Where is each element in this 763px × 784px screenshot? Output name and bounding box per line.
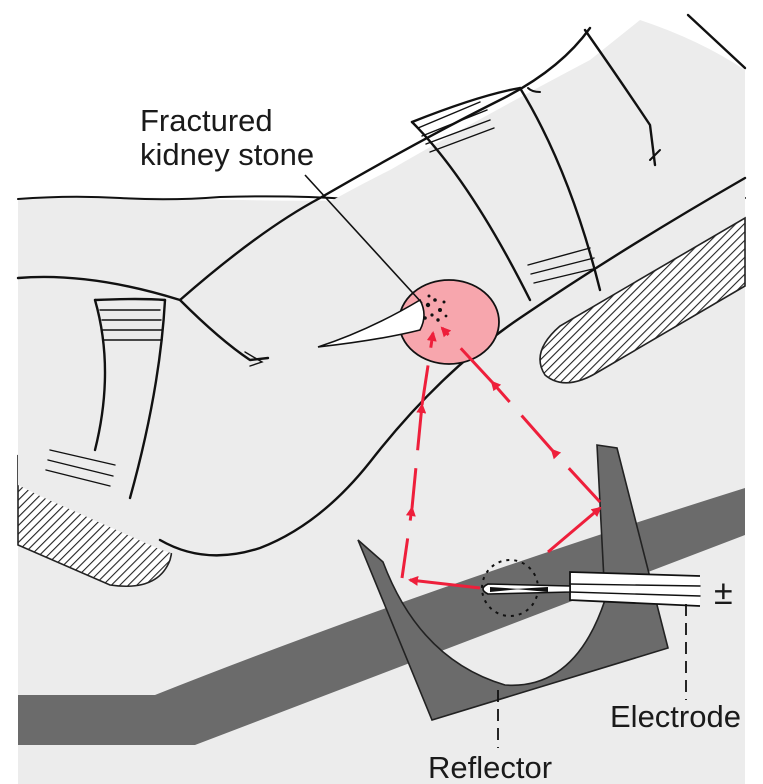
polarity-label: ± [714, 574, 733, 612]
stone-label-line2: kidney stone [140, 137, 314, 172]
reflector-label: Reflector [428, 750, 552, 784]
electrode-label: Electrode [610, 699, 741, 734]
stone-label-line1: Fractured [140, 103, 273, 138]
